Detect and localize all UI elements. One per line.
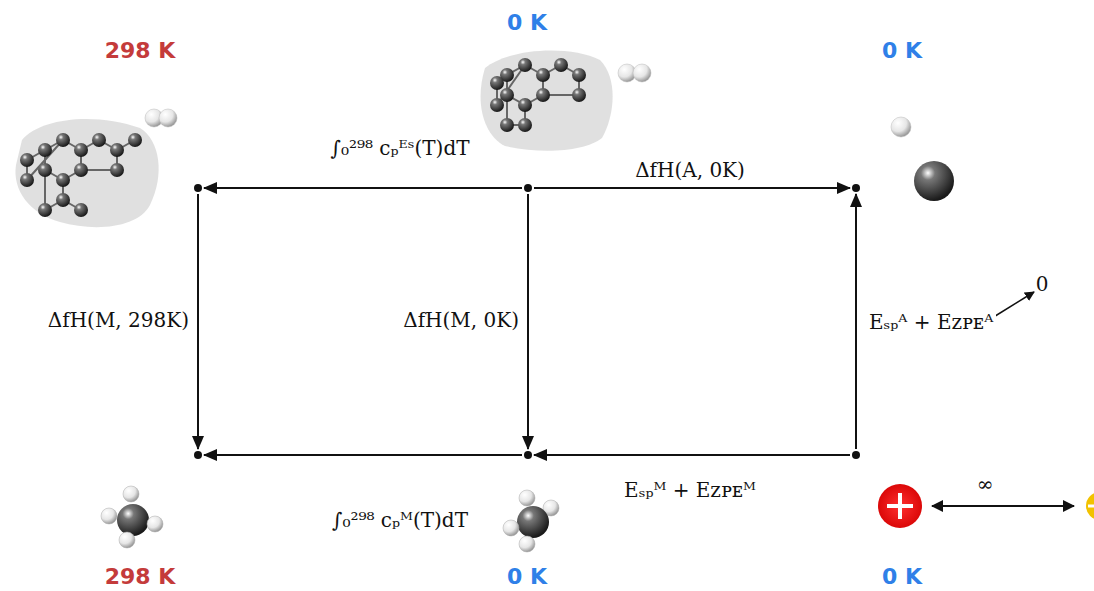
carbon-atom — [56, 193, 70, 207]
temperature-label: 0 K — [507, 564, 547, 589]
temperature-label: 298 K — [105, 564, 176, 589]
carbon-atom — [518, 58, 532, 72]
temperature-label: 298 K — [105, 38, 176, 63]
temperature-label: 0 K — [882, 564, 922, 589]
temperature-label: 0 K — [507, 10, 547, 35]
edge-label: ΔfH(A, 0K) — [632, 157, 748, 183]
carbon-atom — [92, 133, 106, 147]
state-point: 298 K — [194, 451, 202, 459]
state-point: 0 K — [852, 451, 860, 459]
carbon-atom — [110, 143, 124, 157]
temperature-label: 0 K — [882, 38, 922, 63]
carbon-atom — [490, 76, 504, 90]
arrow-connector — [527, 194, 529, 449]
edge-label: ∫₀²⁹⁸ cₚᴱˢ(T)dT — [327, 135, 472, 161]
carbon-atom — [518, 98, 532, 112]
edge-label: ∫₀²⁹⁸ cₚᴹ(T)dT — [329, 507, 471, 533]
arrow-connector — [204, 454, 522, 456]
carbon-atom — [38, 163, 52, 177]
arrow-connector — [855, 194, 857, 449]
carbon-atom — [110, 163, 124, 177]
carbon-atom — [74, 203, 88, 217]
state-point: 0 K — [524, 184, 532, 192]
carbon-atom — [536, 88, 550, 102]
carbon-atom — [56, 133, 70, 147]
carbon-atom — [74, 143, 88, 157]
arrow-connector — [197, 194, 199, 449]
carbon-atom — [490, 98, 504, 112]
free-label: 0 — [1036, 272, 1049, 296]
carbon-atom — [128, 133, 142, 147]
carbon-atom — [20, 153, 34, 167]
carbon-atom — [38, 143, 52, 157]
state-point: 298 K — [194, 184, 202, 192]
carbon-atom — [500, 118, 514, 132]
carbon-atom — [554, 58, 568, 72]
edge-label: Eₛₚᴬ + Eᴢᴘᴇᴬ — [866, 309, 996, 335]
carbon-atom — [536, 68, 550, 82]
edge-label: ΔfH(M, 298K) — [45, 307, 192, 333]
carbon-atom — [518, 118, 532, 132]
arrow-connector — [534, 454, 850, 456]
edge-label: Eₛₚᴹ + Eᴢᴘᴇᴹ — [621, 477, 759, 503]
carbon-atom — [572, 68, 586, 82]
arrow-connector — [534, 187, 850, 189]
carbon-atom — [20, 173, 34, 187]
carbon-atom — [74, 163, 88, 177]
free-label: ∞ — [977, 472, 994, 496]
state-point: 0 K — [852, 184, 860, 192]
arrow-connector — [204, 187, 522, 189]
edge-label: ΔfH(M, 0K) — [400, 307, 522, 333]
state-point: 0 K — [524, 451, 532, 459]
carbon-atom — [500, 88, 514, 102]
carbon-atom — [38, 203, 52, 217]
carbon-atom — [572, 88, 586, 102]
carbon-atom — [56, 173, 70, 187]
